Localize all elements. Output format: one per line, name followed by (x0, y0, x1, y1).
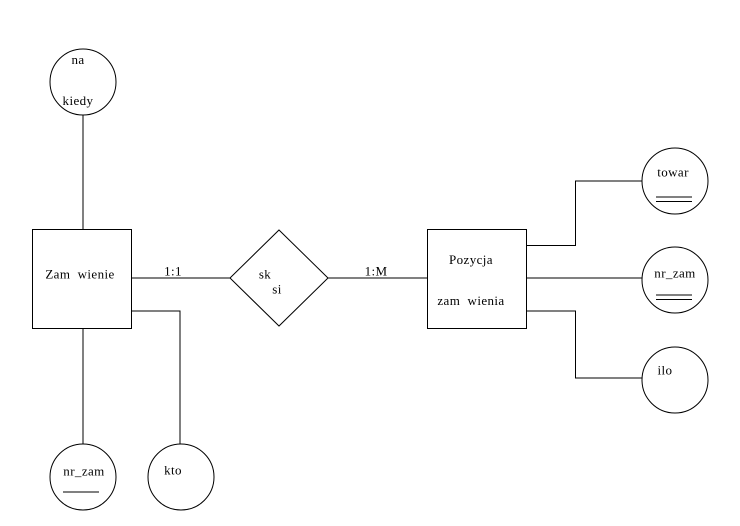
attribute-nr-zam-left-circle (49, 443, 117, 511)
attribute-ilo-circle (641, 346, 709, 414)
attribute-label-ilo: ilo (657, 362, 673, 378)
connector-kto (131, 310, 181, 444)
attribute-towar-circle (641, 147, 709, 215)
relationship-diamond (229, 229, 329, 327)
entity-label-line: zam wienia (437, 292, 505, 308)
attribute-label-nr-zam-left: nr_zam (63, 463, 105, 479)
attribute-label-kto: kto (164, 462, 182, 478)
entity-label-line: Pozycja (449, 252, 493, 267)
entity-order-item-box (427, 229, 527, 329)
entity-order-label: Zam wienie (45, 266, 115, 282)
cardinality-right-label: 1:M (364, 263, 388, 279)
connector-towar (526, 180, 642, 246)
connector-ilo (526, 310, 642, 379)
relationship-label-line2: si (272, 281, 282, 297)
cardinality-left-label: 1:1 (164, 263, 182, 279)
attribute-label-line: na (71, 52, 85, 67)
attribute-label-line: kiedy (62, 92, 94, 108)
attribute-nr-zam-right-circle (641, 246, 709, 314)
attribute-kto-circle (147, 443, 215, 511)
entity-order-box (32, 229, 132, 329)
entity-order-item-label: Pozycja zam wienia (437, 226, 504, 334)
relationship-label-line1: sk (258, 266, 272, 282)
attribute-na-kiedy-circle (49, 48, 117, 116)
attribute-label-nr-zam-right: nr_zam (654, 265, 696, 281)
attribute-label-towar: towar (657, 164, 689, 180)
attribute-label-na-kiedy: na kiedy (63, 26, 94, 134)
